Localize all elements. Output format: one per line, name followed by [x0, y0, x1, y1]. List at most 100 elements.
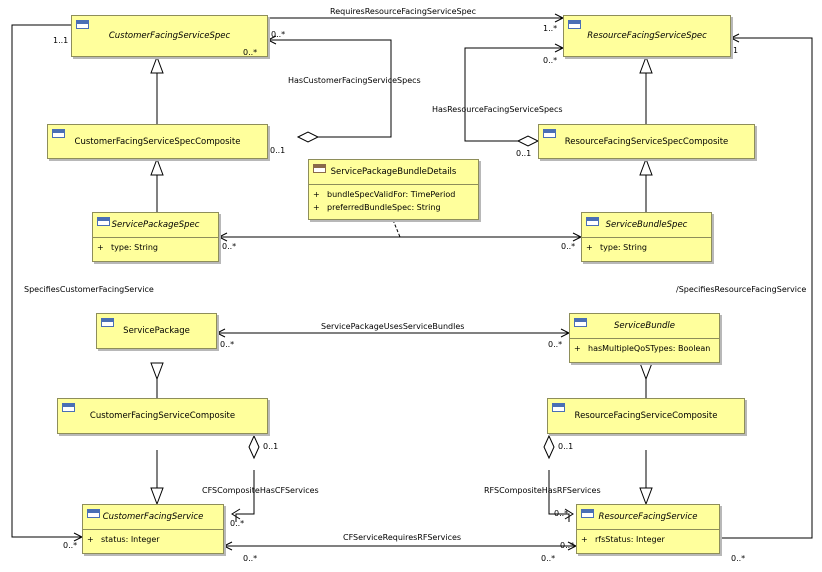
gen-triangle-cfsc	[150, 487, 164, 506]
association-label: RFSCompositeHasRFServices	[484, 486, 601, 495]
association-label: CFSCompositeHasCFServices	[202, 486, 319, 495]
multiplicity-label: 0..*	[560, 541, 575, 550]
class-resource-facing-service-composite[interactable]: ResourceFacingServiceComposite	[547, 398, 745, 434]
cfs-requires-rfs-arrow-left	[222, 541, 233, 551]
gen-triangle-cfssc	[150, 157, 164, 176]
class-name: ServicePackageBundleDetails	[330, 167, 457, 177]
multiplicity-label: 0..*	[230, 519, 245, 528]
aggregation-diamond-rfssc	[516, 135, 540, 147]
association-label: CFServiceRequiresRFServices	[343, 533, 462, 542]
multiplicity-label: 1..1	[53, 36, 69, 45]
aggregation-diamond-rfsc	[543, 434, 555, 460]
cfs-composite-line	[235, 470, 255, 522]
class-icon	[76, 20, 89, 29]
association-label: HasCustomerFacingServiceSpecs	[288, 76, 421, 85]
attribute: +type: String	[97, 243, 158, 252]
multiplicity-label: 0..*	[554, 509, 569, 518]
class-resource-facing-service-spec[interactable]: ResourceFacingServiceSpec	[563, 15, 731, 57]
class-icon	[101, 318, 114, 327]
association-label: ServicePackageUsesServiceBundles	[321, 322, 465, 331]
multiplicity-label: 1..*	[543, 24, 558, 33]
attribute: +type: String	[586, 243, 647, 252]
class-icon	[97, 217, 110, 226]
cfs-composite-arrow	[231, 508, 241, 520]
multiplicity-label: 0..*	[271, 30, 286, 39]
rfs-composite-arrow	[564, 508, 574, 520]
attribute: +bundleSpecValidFor: TimePeriod	[313, 190, 456, 199]
association-label: HasResourceFacingServiceSpecs	[432, 105, 563, 114]
datatype-icon	[313, 164, 326, 173]
class-name: CustomerFacingServiceSpecComposite	[74, 136, 241, 147]
class-name: ResourceFacingService	[598, 512, 698, 522]
class-resource-facing-service-spec-composite[interactable]: ResourceFacingServiceSpecComposite	[538, 124, 755, 159]
specifies-rfs-line	[720, 37, 813, 539]
class-name: ResourceFacingServiceSpecComposite	[564, 136, 729, 147]
multiplicity-label: 0..1	[270, 146, 286, 155]
class-name: CustomerFacingService	[102, 512, 204, 522]
attribute: +rfsStatus: Integer	[581, 535, 665, 544]
multiplicity-label: 0..*	[561, 242, 576, 251]
multiplicity-label: 0..*	[548, 340, 563, 349]
gen-triangle-rfsc	[639, 487, 653, 506]
class-icon	[552, 403, 565, 412]
multiplicity-label: 0..*	[243, 48, 258, 57]
attribute: +status: Integer	[87, 535, 160, 544]
sps-sbs-arrow-left	[217, 232, 228, 242]
association-label: /SpecifiesResourceFacingService	[676, 285, 807, 294]
multiplicity-label: 0..1	[558, 442, 574, 451]
class-name: CustomerFacingServiceSpec	[108, 31, 231, 41]
gen-triangle-sb	[639, 362, 653, 381]
aggregation-diamond-cfssc	[296, 131, 320, 143]
class-name: ServicePackage	[123, 326, 190, 336]
class-icon	[581, 509, 594, 518]
gen-triangle-cfss	[150, 55, 164, 74]
class-service-bundle[interactable]: ServiceBundle +hasMultipleQoSTypes: Bool…	[569, 313, 720, 363]
multiplicity-label: 0..*	[220, 340, 235, 349]
class-name: ResourceFacingServiceSpec	[587, 31, 707, 41]
multiplicity-label: 0..*	[243, 554, 258, 563]
gen-triangle-rfss	[639, 55, 653, 74]
sp-uses-sb-arrow-left	[215, 328, 226, 338]
class-icon	[543, 129, 556, 138]
rfs-composite-line	[548, 470, 570, 522]
specifies-rfs-arrow	[729, 33, 740, 43]
association-label: RequiresResourceFacingServiceSpec	[330, 7, 476, 16]
class-icon	[52, 129, 65, 138]
class-service-bundle-spec[interactable]: ServiceBundleSpec +type: String	[581, 212, 712, 262]
class-service-package-spec[interactable]: ServicePackageSpec +type: String	[92, 212, 219, 262]
class-customer-facing-service-composite[interactable]: CustomerFacingServiceComposite	[57, 398, 268, 434]
multiplicity-label: 0..*	[63, 541, 78, 550]
multiplicity-label: 0..*	[731, 554, 746, 563]
gen-triangle-rfssc	[639, 157, 653, 176]
class-customer-facing-service-spec-composite[interactable]: CustomerFacingServiceSpecComposite	[47, 124, 268, 159]
attribute: +preferredBundleSpec: String	[313, 203, 441, 212]
specifies-cfs-line	[11, 24, 82, 538]
class-icon	[574, 318, 587, 327]
multiplicity-label: 0..*	[222, 242, 237, 251]
association-label: SpecifiesCustomerFacingService	[24, 285, 154, 294]
class-icon	[87, 509, 100, 518]
class-service-package[interactable]: ServicePackage	[96, 313, 217, 349]
class-name: CustomerFacingServiceComposite	[89, 411, 236, 421]
class-name: ServicePackageSpec	[111, 220, 200, 230]
class-name: ResourceFacingServiceComposite	[574, 411, 718, 421]
multiplicity-label: 0..1	[516, 149, 532, 158]
gen-triangle-sp	[150, 362, 164, 381]
has-rfss-line	[464, 47, 563, 142]
multiplicity-label: 0..1	[263, 442, 279, 451]
class-customer-facing-service[interactable]: CustomerFacingService +status: Integer	[82, 504, 224, 554]
assoc-class-link	[392, 219, 401, 238]
class-resource-facing-service[interactable]: ResourceFacingService +rfsStatus: Intege…	[576, 504, 720, 554]
class-icon	[586, 217, 599, 226]
multiplicity-label: 0..*	[543, 56, 558, 65]
attribute: +hasMultipleQoSTypes: Boolean	[574, 344, 711, 353]
class-icon	[62, 403, 75, 412]
has-cfss-arrow	[266, 35, 277, 45]
datatype-service-package-bundle-details[interactable]: ServicePackageBundleDetails +bundleSpecV…	[308, 159, 479, 220]
class-icon	[568, 20, 581, 29]
class-name: ServiceBundle	[613, 321, 675, 331]
class-customer-facing-service-spec[interactable]: CustomerFacingServiceSpec	[71, 15, 268, 57]
multiplicity-label: 1	[733, 46, 739, 55]
class-name: ServiceBundleSpec	[605, 220, 688, 230]
